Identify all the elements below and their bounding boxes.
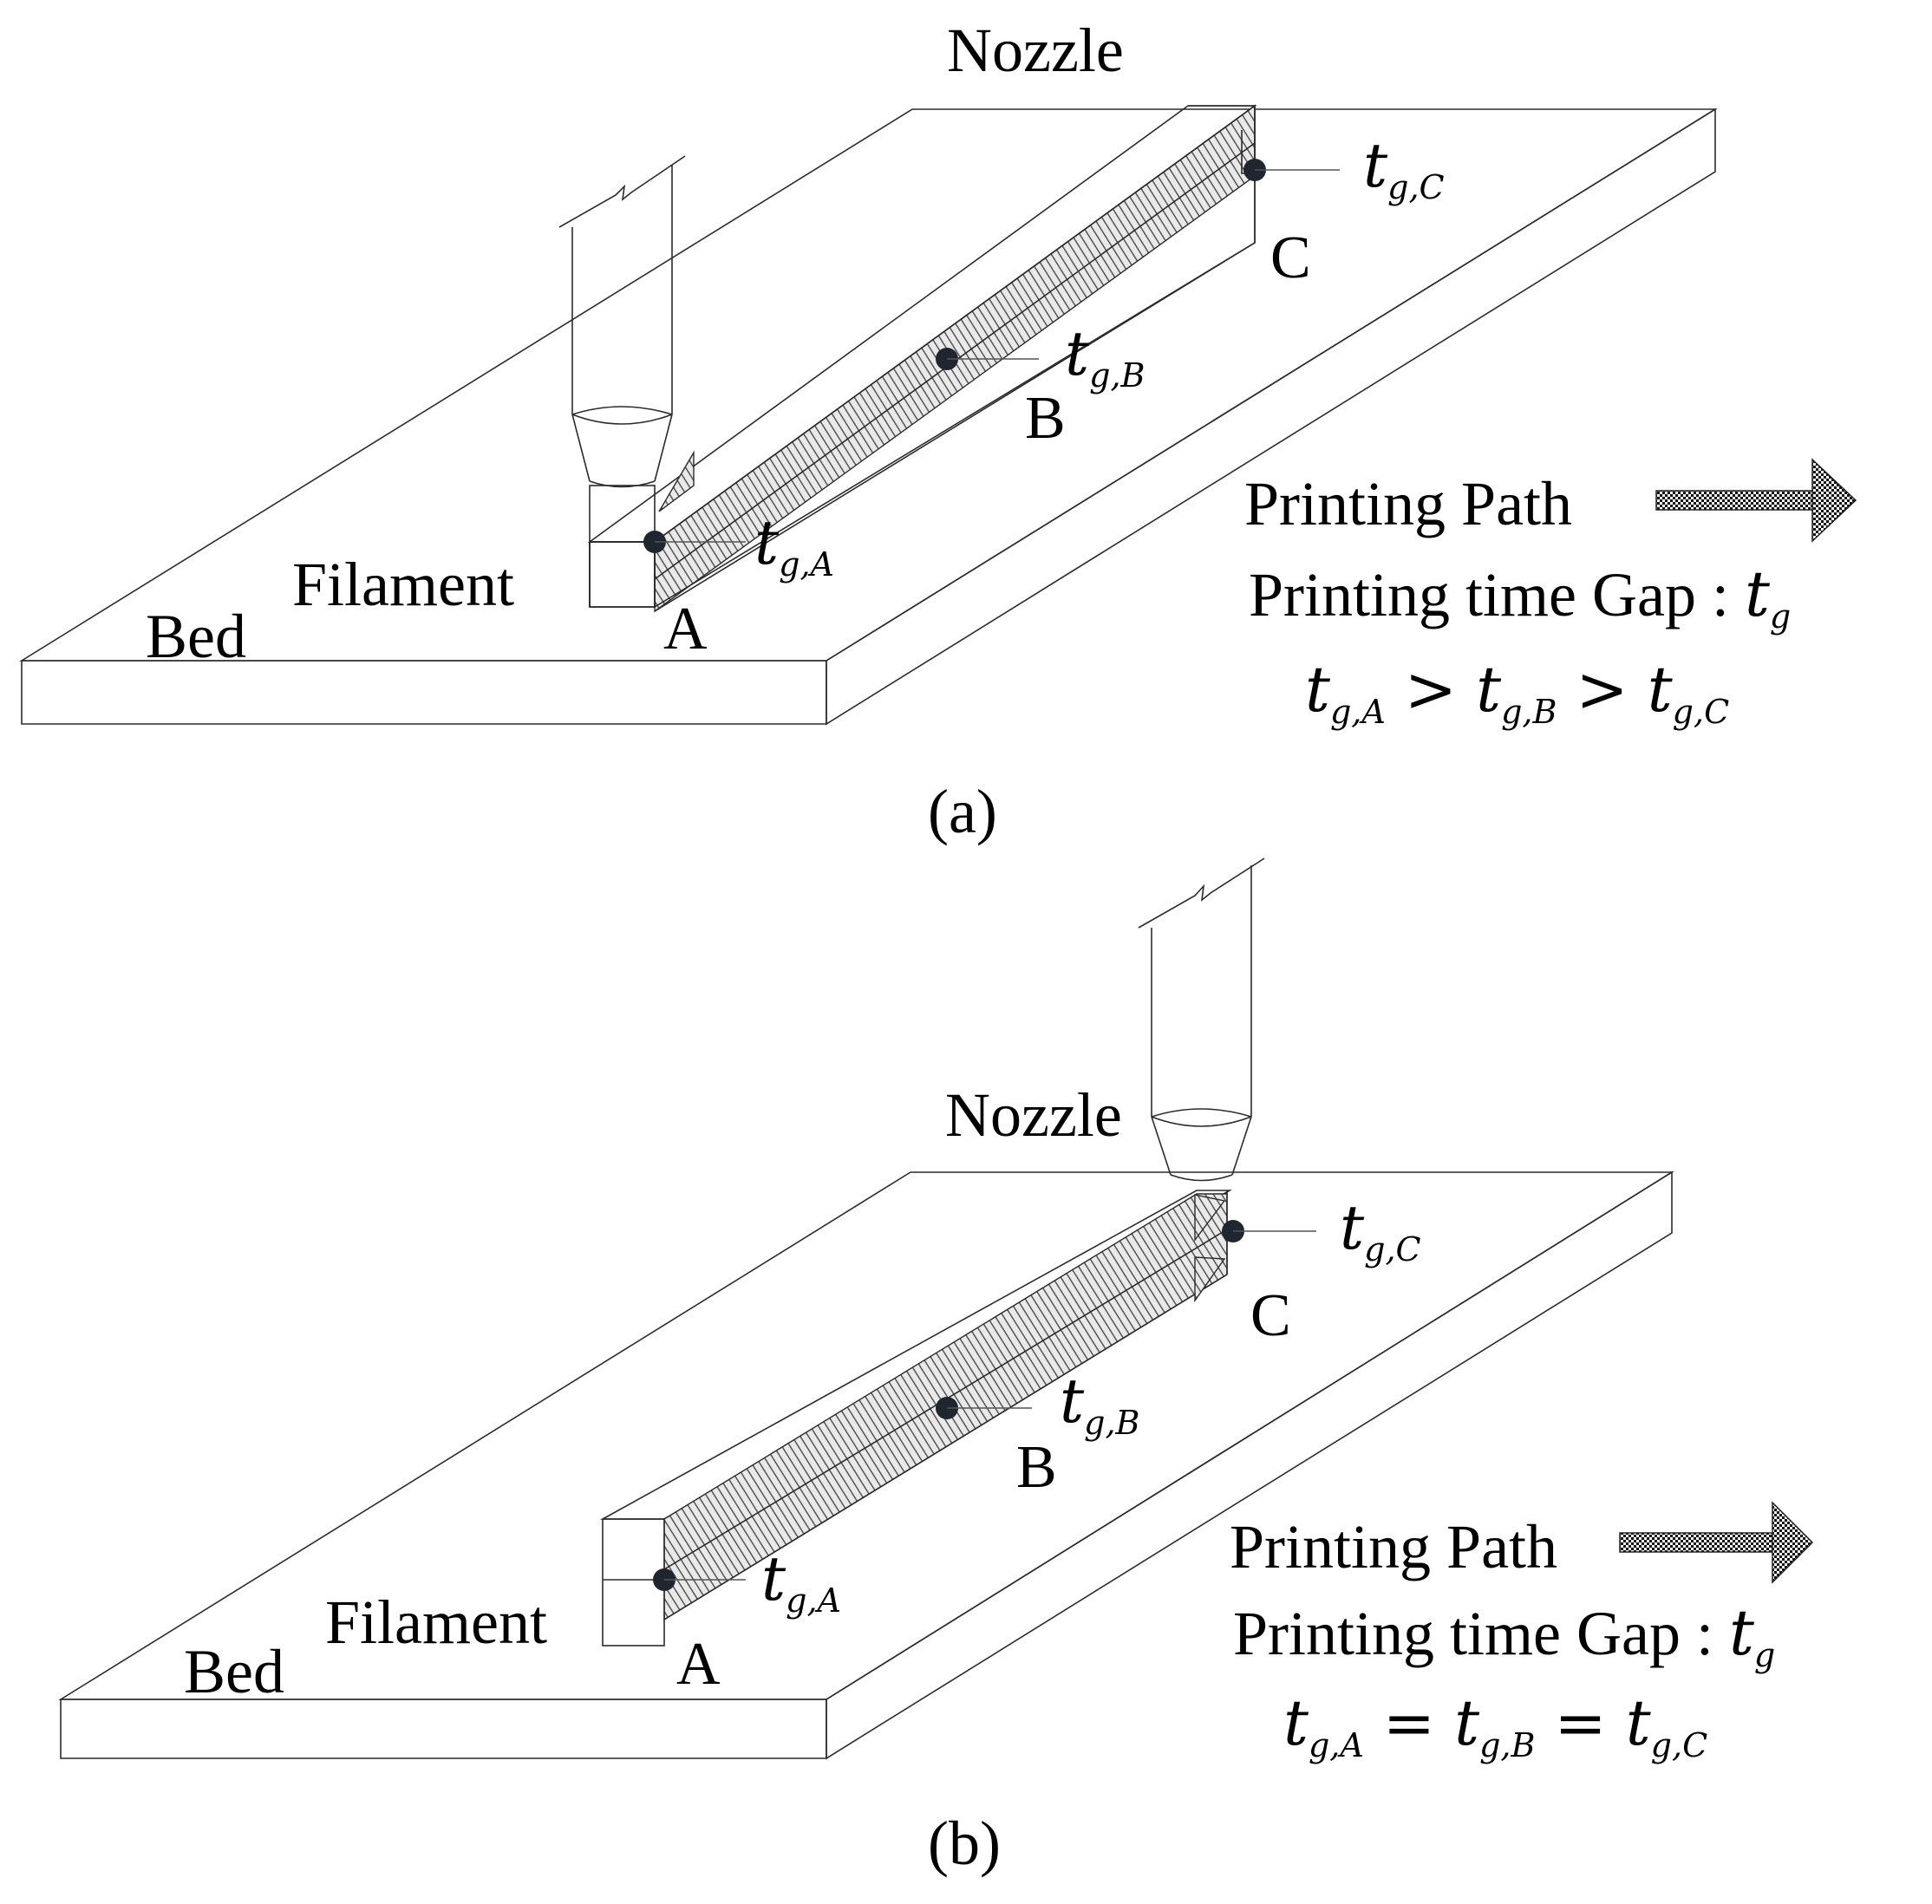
legend-gap-label-b: Printing time Gap : tg (1233, 1596, 1775, 1674)
path-arrowhead-a (658, 450, 695, 512)
bed-label-a: Bed (146, 602, 246, 671)
legend-path-label-a: Printing Path (1244, 469, 1572, 538)
tg-b-label-a: tg,B (1065, 318, 1145, 394)
point-c-label-a: C (1270, 225, 1311, 291)
tg-c-label-a: tg,C (1363, 130, 1445, 206)
filament-label-b: Filament (325, 1588, 547, 1657)
bed-slab-a (19, 108, 1718, 726)
nozzle-label-a: Nozzle (947, 16, 1124, 85)
path-arrowhead-b-bottom (1194, 1256, 1226, 1303)
caption-b: (b) (928, 1809, 1001, 1878)
relation-a: tg,A>tg,B>tg,C (1305, 653, 1729, 731)
nozzle-b (1138, 857, 1265, 1182)
point-a-label-b: A (676, 1631, 721, 1698)
legend-path-label-b: Printing Path (1230, 1512, 1557, 1581)
panel-b: Nozzle Filament Bed A B C tg,A tg,B tg,C… (58, 857, 1814, 1878)
bed-label-b: Bed (184, 1637, 284, 1706)
bed-slab-b (58, 1170, 1674, 1760)
tg-a-label-a: tg,A (754, 507, 834, 584)
printing-path-arrow-a (1655, 458, 1857, 543)
tg-b-label-b: tg,B (1060, 1366, 1139, 1442)
caption-a: (a) (928, 777, 997, 846)
filament-label-a: Filament (292, 550, 514, 619)
nozzle-a (558, 155, 686, 488)
tg-c-label-b: tg,C (1340, 1192, 1421, 1268)
panel-a: Nozzle Filament Bed A B C tg,A tg,B tg,C… (19, 16, 1857, 846)
point-b-label-b: B (1016, 1434, 1057, 1501)
filament-bead-a (587, 104, 1257, 613)
printing-path-arrow-b (1619, 1501, 1814, 1584)
nozzle-label-b: Nozzle (945, 1080, 1122, 1150)
point-c-label-b: C (1250, 1282, 1291, 1349)
tg-a-label-b: tg,A (761, 1543, 841, 1620)
point-b-label-a: B (1025, 385, 1066, 452)
path-arrowhead-b-top (1194, 1194, 1226, 1242)
point-a-label-a: A (663, 596, 708, 662)
relation-b: tg,A=tg,B=tg,C (1283, 1686, 1707, 1764)
legend-gap-label-a: Printing time Gap : tg (1249, 558, 1791, 636)
